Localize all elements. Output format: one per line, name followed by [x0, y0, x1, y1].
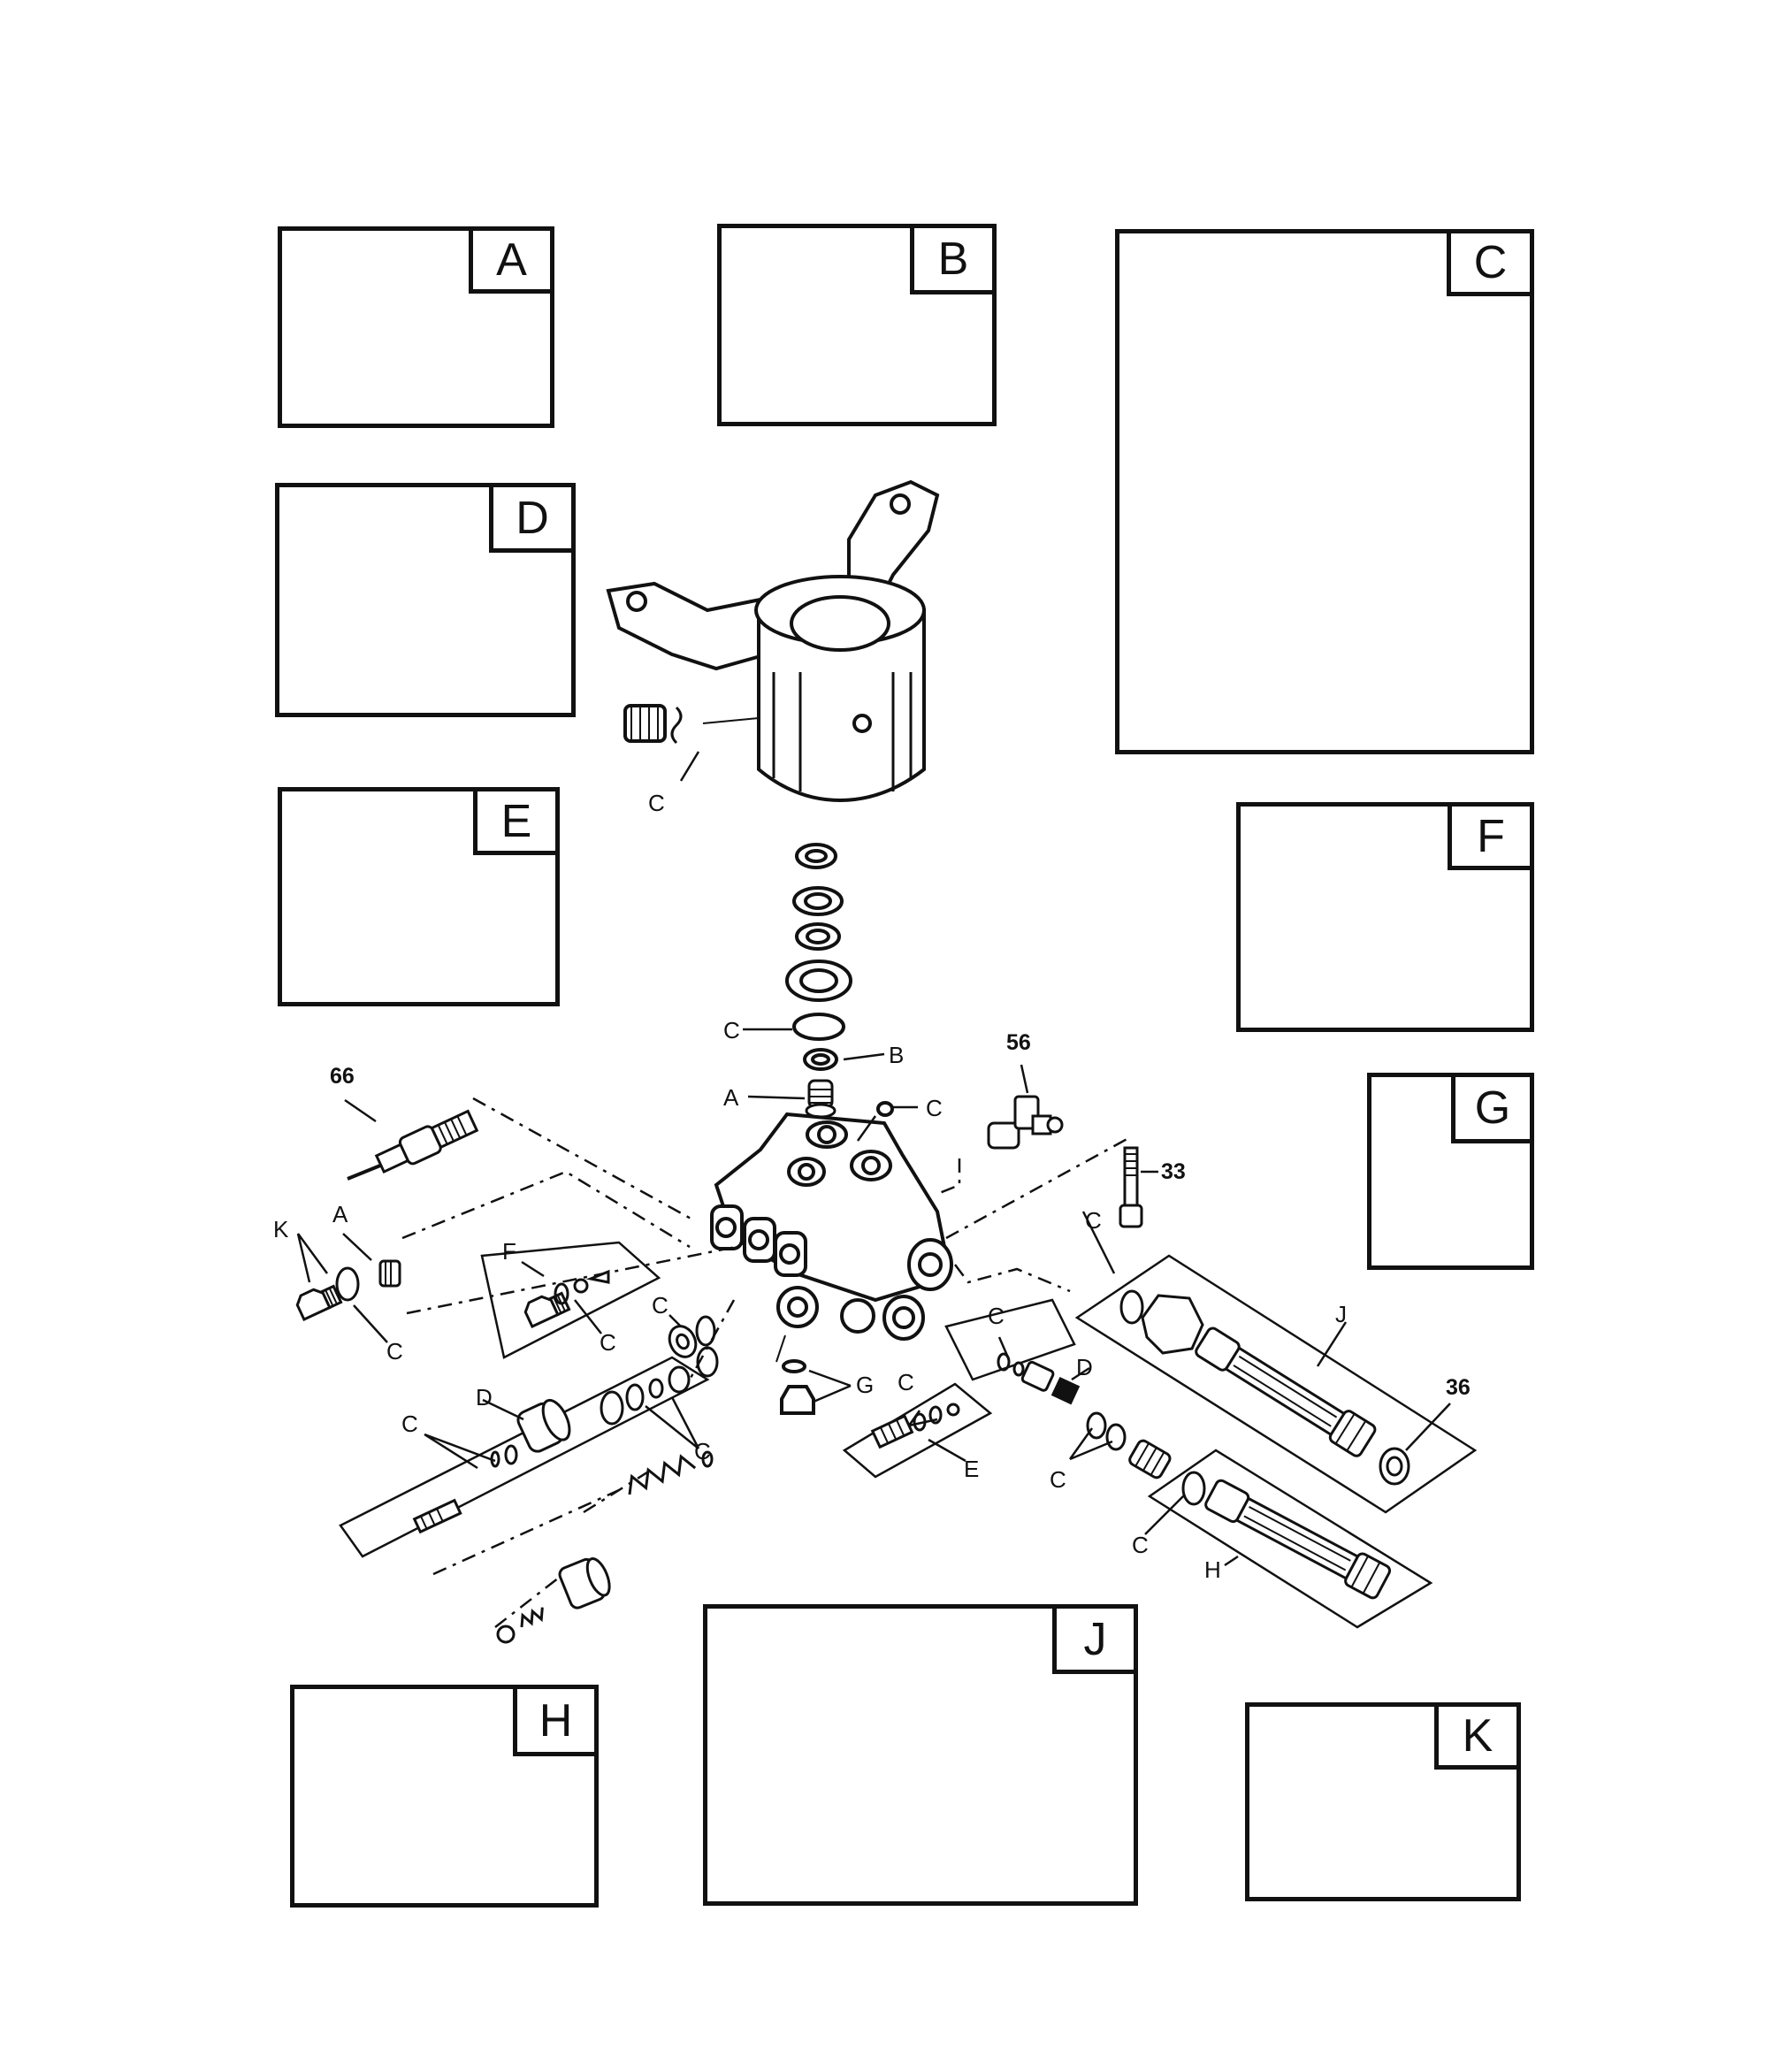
- callout-c-f: C: [600, 1329, 616, 1356]
- callout-f-mid: F: [502, 1238, 516, 1265]
- kit-box-g: G: [1367, 1073, 1534, 1270]
- callout-c-d: C: [988, 1303, 1005, 1329]
- callout-33: 33: [1161, 1159, 1186, 1184]
- kit-label-f: F: [1448, 802, 1534, 870]
- callout-56: 56: [1006, 1030, 1031, 1055]
- kit-box-a: A: [278, 226, 554, 428]
- callout-36: 36: [1446, 1375, 1471, 1400]
- bolt-33: [1119, 1146, 1143, 1228]
- kit-box-c: C: [1115, 229, 1534, 754]
- callout-66: 66: [330, 1064, 355, 1089]
- callout-c-h1: C: [1050, 1466, 1066, 1493]
- kit-label-b: B: [910, 224, 997, 294]
- left-side-parts: [293, 1259, 719, 1644]
- kit-box-b: B: [717, 224, 997, 426]
- callout-c-top: C: [926, 1095, 943, 1121]
- callout-d-right: D: [1076, 1354, 1093, 1380]
- callout-g-mid: G: [856, 1372, 875, 1398]
- kit-label-j: J: [1052, 1604, 1138, 1674]
- kit-box-k: K: [1245, 1702, 1521, 1901]
- callout-k: K: [273, 1216, 289, 1242]
- kit-box-f: F: [1236, 802, 1534, 1032]
- callout-j-mid: J: [1335, 1301, 1347, 1327]
- callout-h-mid: H: [1204, 1556, 1221, 1583]
- injector-66: [347, 1109, 479, 1181]
- manifold-body: [710, 1112, 953, 1415]
- callout-c-stack: C: [723, 1017, 740, 1044]
- callout-d-left: D: [476, 1384, 493, 1411]
- callout-c-dl2: C: [694, 1438, 711, 1464]
- kit-label-g: G: [1451, 1073, 1534, 1143]
- kit-label-c: C: [1447, 229, 1534, 296]
- pump-housing: [606, 479, 940, 803]
- kit-box-h: H: [290, 1685, 599, 1908]
- callout-c-left: C: [386, 1338, 403, 1365]
- callout-c-dl1: C: [401, 1411, 418, 1437]
- seal-stack: [785, 843, 894, 1119]
- kit-label-k: K: [1434, 1702, 1521, 1770]
- kit-label-e: E: [473, 787, 560, 855]
- callout-c-j: C: [1085, 1207, 1102, 1234]
- elbow-56: [987, 1095, 1064, 1150]
- callout-c-e: C: [898, 1369, 914, 1395]
- kit-label-a: A: [469, 226, 554, 294]
- callout-b-stack: B: [889, 1042, 905, 1068]
- kit-label-d: D: [489, 483, 576, 553]
- callout-c-upper: C: [652, 1292, 668, 1319]
- callout-a-left: A: [332, 1201, 348, 1227]
- right-side-parts: [870, 1289, 1410, 1602]
- kit-label-h: H: [513, 1685, 599, 1756]
- callout-c-housing: C: [648, 790, 665, 816]
- callout-a-stack: A: [723, 1084, 739, 1111]
- callout-e-mid: E: [964, 1456, 980, 1482]
- leader-lines: [296, 751, 1451, 1567]
- kit-box-d: D: [275, 483, 576, 717]
- kit-box-j: J: [703, 1604, 1138, 1906]
- kit-box-e: E: [278, 787, 560, 1006]
- callout-c-h2: C: [1132, 1532, 1149, 1558]
